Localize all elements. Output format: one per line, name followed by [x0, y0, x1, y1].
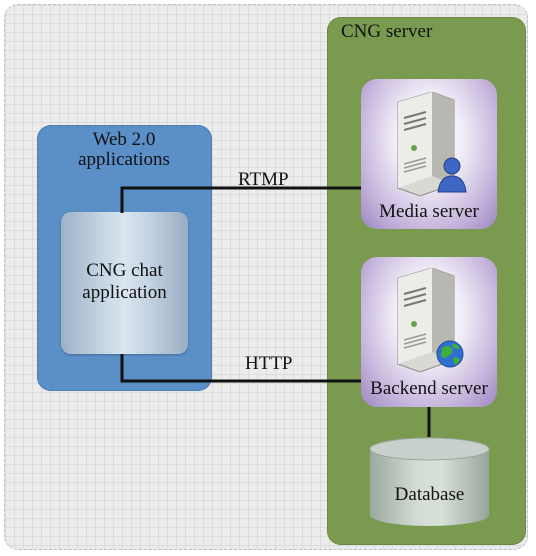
web-applications-title: Web 2.0 applications — [78, 129, 170, 170]
server-tower-user-icon — [397, 92, 467, 197]
database-label: Database — [394, 484, 465, 505]
backend-server-label: Backend server — [370, 378, 488, 399]
media-server-label: Media server — [379, 201, 479, 222]
rtmp-label: RTMP — [238, 169, 289, 190]
database-cylinder-icon — [369, 437, 490, 526]
cng-chat-application-block — [61, 212, 188, 354]
http-label: HTTP — [245, 353, 293, 374]
server-tower-globe-icon — [397, 268, 464, 373]
cng-server-title: CNG server — [341, 21, 433, 42]
cng-chat-application-label: CNG chat application — [82, 260, 167, 303]
